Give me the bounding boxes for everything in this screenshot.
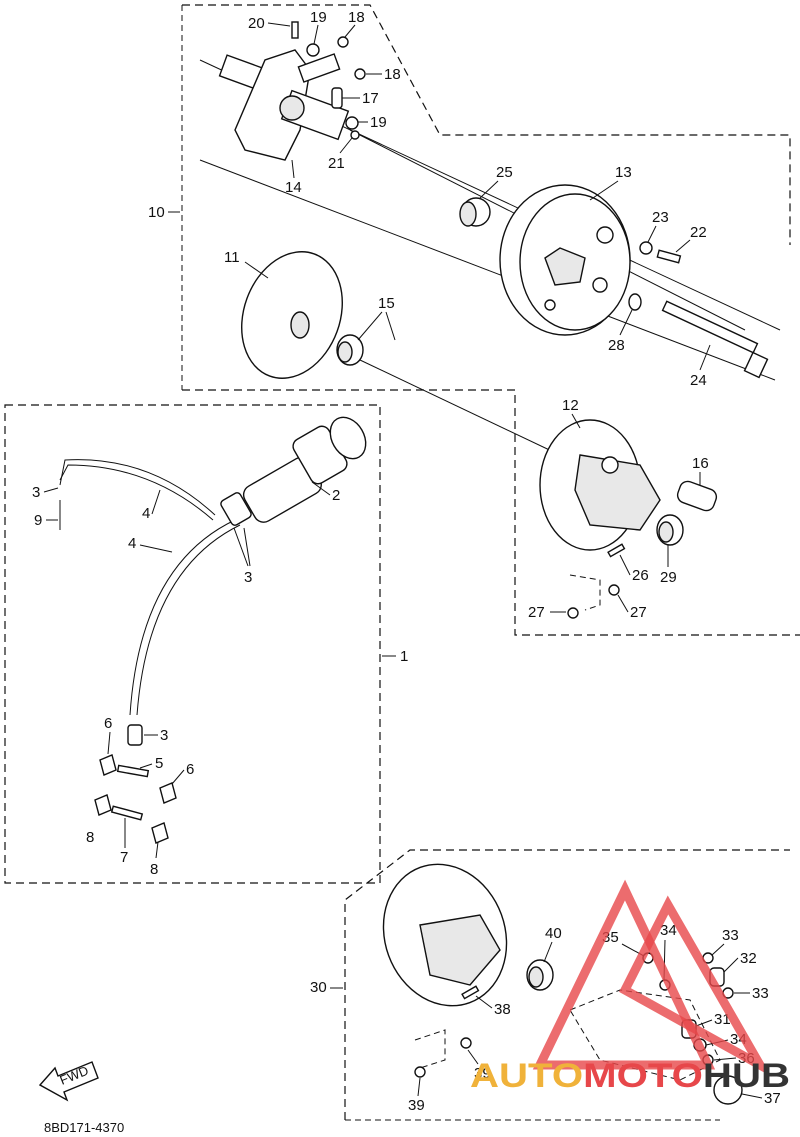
bushings-part-15 (336, 334, 364, 366)
label-27b: 27 (630, 604, 647, 621)
label-8b: 8 (150, 861, 158, 878)
label-3b: 3 (244, 569, 252, 586)
label-10: 10 (148, 204, 165, 221)
label-12: 12 (562, 397, 579, 414)
sheave-part-12 (539, 419, 661, 551)
label-14: 14 (285, 179, 302, 196)
label-19b: 19 (370, 114, 387, 131)
label-37: 37 (764, 1090, 781, 1107)
label-6a: 6 (104, 715, 112, 732)
label-9: 9 (34, 512, 42, 529)
label-33a: 33 (722, 927, 739, 944)
label-17: 17 (362, 90, 379, 107)
label-8a: 8 (86, 829, 94, 846)
fwd-arrow-icon: FWD (38, 1061, 99, 1102)
label-34a: 34 (660, 922, 677, 939)
label-16: 16 (692, 455, 709, 472)
label-5: 5 (155, 755, 163, 772)
group-box-10 (181, 4, 800, 636)
label-27a: 27 (528, 604, 545, 621)
group-box-1 (4, 404, 381, 884)
label-22: 22 (690, 224, 707, 241)
drawing-code: 8BD171-4370 (44, 1120, 124, 1135)
label-7: 7 (120, 849, 128, 866)
bushing-part-25 (459, 197, 491, 227)
label-39a: 39 (474, 1065, 491, 1082)
label-6b: 6 (186, 761, 194, 778)
label-30: 30 (310, 979, 327, 996)
label-18b: 18 (384, 66, 401, 83)
label-11: 11 (224, 249, 240, 266)
label-13: 13 (615, 164, 632, 181)
label-28: 28 (608, 337, 625, 354)
label-15: 15 (378, 295, 395, 312)
parts-16-29 (567, 480, 718, 619)
label-20: 20 (248, 15, 265, 32)
label-3a: 3 (32, 484, 40, 501)
cover-part-13 (499, 184, 631, 336)
label-40: 40 (545, 925, 562, 942)
sheave-plate-part-11 (241, 251, 343, 379)
group-box-30 (344, 849, 790, 1121)
clamp-parts-5-8 (59, 500, 177, 844)
label-19a: 19 (310, 9, 327, 26)
label-32: 32 (740, 950, 757, 967)
label-26: 26 (632, 567, 649, 584)
assembly-1-cable (59, 416, 367, 746)
label-23: 23 (652, 209, 669, 226)
assembly-30 (382, 863, 743, 1105)
label-38: 38 (494, 1001, 511, 1018)
spider-hub-part-14 (218, 49, 350, 161)
label-25: 25 (496, 164, 513, 181)
bolt-parts-22-24 (628, 241, 769, 379)
label-4a: 4 (142, 505, 150, 522)
label-3c: 3 (160, 727, 168, 744)
label-2: 2 (332, 487, 340, 504)
label-4b: 4 (128, 535, 136, 552)
label-21: 21 (328, 155, 345, 172)
label-29: 29 (660, 569, 677, 586)
label-1: 1 (400, 648, 408, 665)
label-33b: 33 (752, 985, 769, 1002)
label-39b: 39 (408, 1097, 425, 1114)
hardware-17-21 (291, 21, 366, 140)
label-24: 24 (690, 372, 707, 389)
label-18a: 18 (348, 9, 365, 26)
